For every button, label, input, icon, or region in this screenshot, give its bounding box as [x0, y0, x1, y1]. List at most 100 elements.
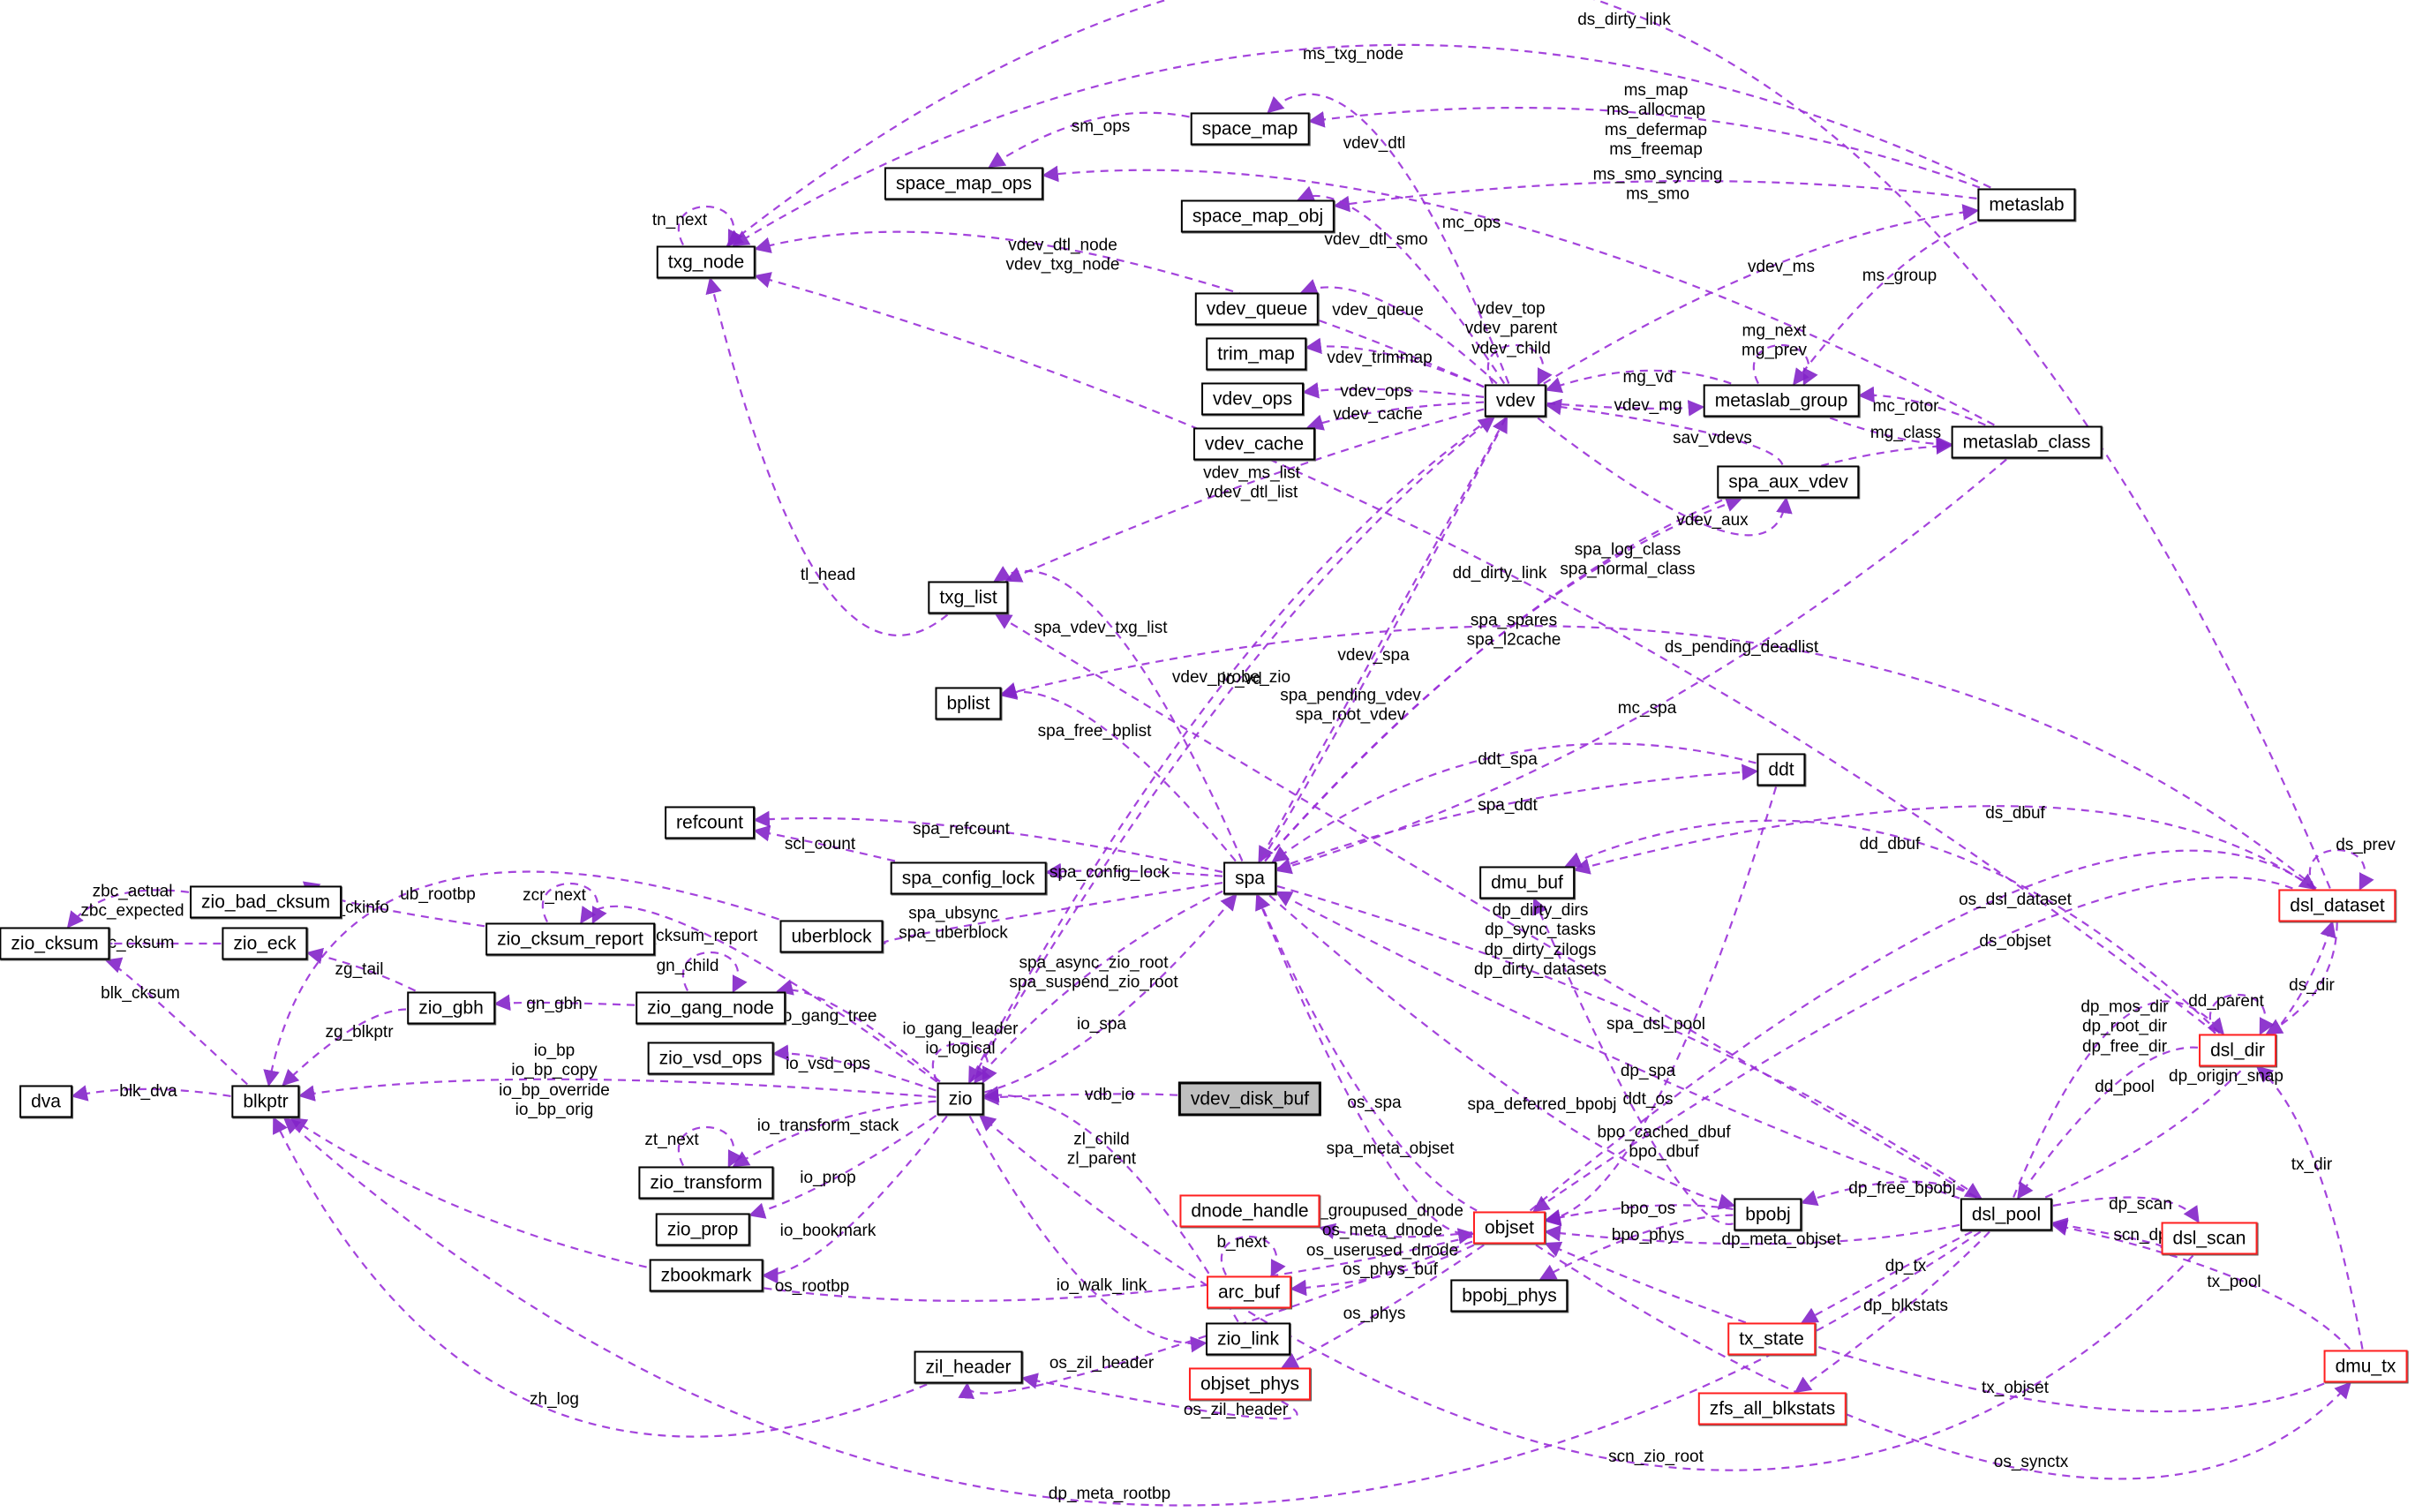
- edge-blkptr-dva: [71, 1085, 231, 1102]
- node-zio_cksum_report[interactable]: zio_cksum_report: [485, 922, 655, 956]
- node-txg_node[interactable]: txg_node: [656, 245, 756, 279]
- node-bplist[interactable]: bplist: [935, 687, 1002, 720]
- node-txg_list[interactable]: txg_list: [928, 581, 1009, 614]
- node-zio_gbh[interactable]: zio_gbh: [407, 991, 495, 1025]
- node-vdev[interactable]: vdev: [1484, 384, 1547, 417]
- edge-zio-zio_gang_node: [776, 979, 941, 1083]
- node-arc_buf[interactable]: arc_buf: [1206, 1275, 1292, 1309]
- edge-zio-vdev: [969, 416, 1496, 1083]
- edge-objset-zil_header: [958, 1240, 1473, 1399]
- node-dsl_scan[interactable]: dsl_scan: [2161, 1222, 2258, 1255]
- node-zil_header[interactable]: zil_header: [914, 1350, 1023, 1384]
- edge-dmu_tx-dsl_dir: [2255, 1065, 2364, 1350]
- edge-vdev-vdev_queue: [1300, 279, 1498, 385]
- node-metaslab[interactable]: metaslab: [1977, 188, 2076, 222]
- node-dnode_handle[interactable]: dnode_handle: [1179, 1194, 1320, 1228]
- node-zio_gang_node[interactable]: zio_gang_node: [636, 991, 786, 1025]
- node-vdev_disk_buf[interactable]: vdev_disk_buf: [1177, 1081, 1322, 1117]
- edge-txg_node-txg_node: [677, 205, 743, 247]
- edge-dsl_dataset-txg_node: [726, 0, 2331, 889]
- node-zio_prop[interactable]: zio_prop: [655, 1213, 750, 1246]
- node-metaslab_class[interactable]: metaslab_class: [1951, 425, 2103, 459]
- edge-zio-blkptr: [297, 1078, 937, 1102]
- edge-vdev-metaslab_group: [1546, 400, 1705, 417]
- node-vdev_queue[interactable]: vdev_queue: [1194, 292, 1320, 326]
- edge-zil_header-blkptr: [273, 1116, 928, 1438]
- node-zio_transform[interactable]: zio_transform: [638, 1166, 774, 1200]
- node-tx_state[interactable]: tx_state: [1727, 1322, 1816, 1356]
- node-zio_vsd_ops[interactable]: zio_vsd_ops: [647, 1042, 774, 1075]
- edge-zio_gang_node-zio_gang_node: [681, 951, 748, 993]
- edge-dsl_dataset-dsl_dataset: [2308, 848, 2374, 891]
- node-vdev_cache[interactable]: vdev_cache: [1192, 427, 1316, 461]
- edge-metaslab-txg_node: [732, 43, 1991, 246]
- edge-spa_config_lock-refcount: [753, 824, 896, 862]
- edge-dsl_pool-tx_state: [1801, 1230, 1973, 1323]
- edge-dsl_scan-dsl_pool: [2050, 1217, 2163, 1249]
- edge-zio-spa: [984, 893, 1238, 1094]
- edge-zio-zio_link: [968, 1115, 1208, 1353]
- node-trim_map[interactable]: trim_map: [1206, 337, 1306, 371]
- node-blkptr[interactable]: blkptr: [231, 1085, 300, 1118]
- node-spa[interactable]: spa: [1223, 861, 1276, 895]
- edge-dsl_pool-objset: [1544, 1223, 1960, 1245]
- edge-spa-spa_aux_vdev: [1264, 496, 1743, 862]
- node-bpobj_phys[interactable]: bpobj_phys: [1450, 1279, 1569, 1313]
- edge-zio_gbh-blkptr: [282, 1008, 407, 1087]
- node-space_map_ops[interactable]: space_map_ops: [884, 167, 1044, 200]
- node-vdev_ops[interactable]: vdev_ops: [1201, 382, 1304, 416]
- edge-vdev-spa: [1258, 417, 1508, 863]
- node-dva[interactable]: dva: [19, 1085, 72, 1118]
- node-uberblock[interactable]: uberblock: [779, 920, 884, 953]
- node-metaslab_group[interactable]: metaslab_group: [1703, 384, 1860, 417]
- node-zio[interactable]: zio: [937, 1082, 984, 1116]
- edge-dsl_dataset-dsl_dir: [2265, 922, 2338, 1034]
- node-refcount[interactable]: refcount: [665, 806, 755, 839]
- node-dsl_dir[interactable]: dsl_dir: [2199, 1034, 2276, 1067]
- edge-objset-dmu_tx: [1535, 1244, 2351, 1480]
- edge-bpobj-objset: [1544, 1204, 1734, 1226]
- node-ddt[interactable]: ddt: [1757, 753, 1806, 786]
- edge-spa-txg_list: [993, 566, 1244, 861]
- edge-vdev-vdev_ops: [1302, 381, 1485, 399]
- node-spa_config_lock[interactable]: spa_config_lock: [890, 861, 1047, 895]
- node-zio_cksum[interactable]: zio_cksum: [0, 927, 110, 960]
- edge-dsl_dataset-bplist: [999, 625, 2317, 890]
- node-spa_aux_vdev[interactable]: spa_aux_vdev: [1717, 465, 1860, 499]
- node-space_map_obj[interactable]: space_map_obj: [1180, 199, 1335, 233]
- edge-spa-ddt: [1276, 764, 1759, 869]
- edge-spa-bpobj: [1268, 894, 1736, 1210]
- node-dmu_tx[interactable]: dmu_tx: [2323, 1350, 2408, 1383]
- edge-spa-metaslab_class: [1264, 438, 1953, 862]
- node-zbookmark[interactable]: zbookmark: [649, 1259, 764, 1292]
- node-dsl_pool[interactable]: dsl_pool: [1960, 1198, 2053, 1231]
- edge-metaslab_group-metaslab_group: [1752, 343, 1818, 386]
- node-zfs_all_blkstats[interactable]: zfs_all_blkstats: [1697, 1392, 1847, 1425]
- node-space_map[interactable]: space_map: [1190, 112, 1310, 146]
- edge-metaslab_class-spa: [1275, 458, 2007, 875]
- node-zio_bad_cksum[interactable]: zio_bad_cksum: [190, 885, 342, 919]
- edge-spa-objset: [1255, 895, 1475, 1245]
- edge-zio-zbookmark: [761, 1115, 948, 1284]
- edge-ddt-spa: [1271, 742, 1757, 863]
- edge-zio_link-zio: [982, 1086, 1239, 1323]
- edge-metaslab_class-space_map_ops: [1042, 165, 1995, 426]
- node-bpobj[interactable]: bpobj: [1734, 1198, 1802, 1231]
- edge-dsl_pool-zfs_all_blkstats: [1794, 1230, 1990, 1394]
- node-zio_eck[interactable]: zio_eck: [222, 927, 308, 960]
- edge-vdev-zio: [968, 417, 1493, 1084]
- node-zio_link[interactable]: zio_link: [1205, 1322, 1291, 1356]
- node-objset[interactable]: objset: [1472, 1211, 1546, 1245]
- edge-space_map-space_map_ops: [988, 111, 1190, 169]
- edge-zio_cksum_report-zio_cksum_report: [541, 882, 607, 924]
- node-dsl_dataset[interactable]: dsl_dataset: [2278, 889, 2396, 922]
- edge-dsl_dataset-objset: [1532, 876, 2293, 1213]
- edge-dmu_tx-dsl_pool: [2050, 1219, 2351, 1350]
- edge-dsl_dir-dsl_pool: [2017, 1046, 2199, 1200]
- edge-metaslab_class-metaslab_group: [1857, 386, 1986, 426]
- node-objset_phys[interactable]: objset_phys: [1188, 1367, 1312, 1401]
- node-dmu_buf[interactable]: dmu_buf: [1479, 866, 1575, 899]
